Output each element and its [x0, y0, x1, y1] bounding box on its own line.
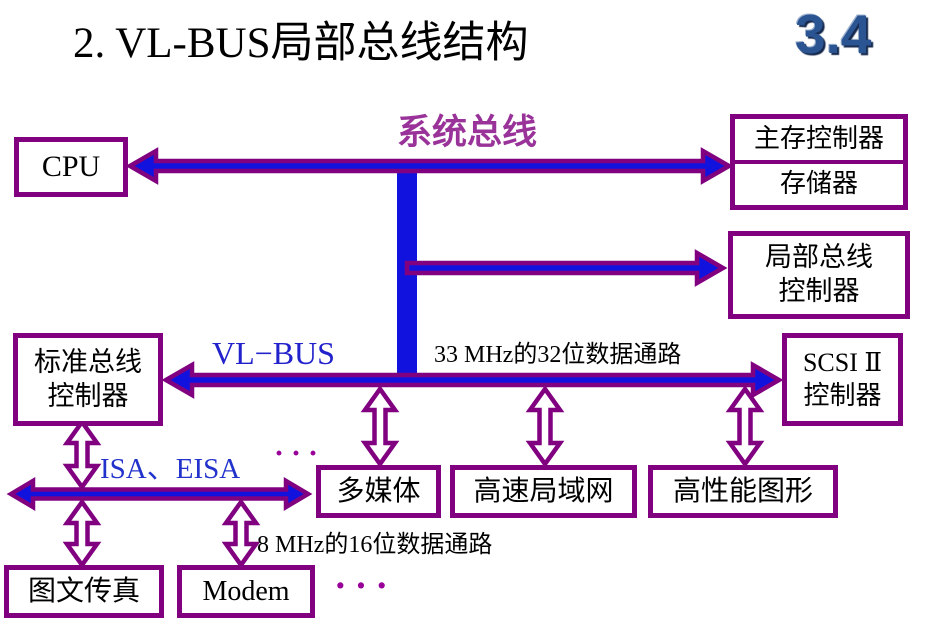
memory-cell: 存储器	[779, 169, 858, 199]
fax-box: 图文传真	[4, 565, 164, 618]
system-bus-line	[125, 147, 734, 185]
scsi-controller-line2: 控制器	[803, 380, 882, 410]
standard-bus-controller-line1: 标准总线	[34, 346, 142, 377]
bus-drop-line	[397, 163, 417, 378]
vl-bus-speed-label: 33 MHz的32位数据通路	[434, 342, 682, 368]
multimedia-label: 多媒体	[336, 476, 421, 507]
memory-controller-box: 主存控制器 存储器	[730, 114, 908, 210]
cpu-box: CPU	[14, 137, 128, 197]
isa-bus-speed-label: 8 MHz的16位数据通路	[257, 532, 493, 558]
main-memory-controller-cell: 主存控制器	[735, 119, 903, 164]
updown-arrow-modem	[221, 498, 261, 569]
vl-bus-label: VL−BUS	[212, 335, 335, 371]
updown-arrow-std-to-isa	[62, 418, 102, 491]
isa-ellipsis: ···	[274, 437, 326, 470]
modem-box: Modem	[177, 565, 315, 618]
standard-bus-controller-box: 标准总线 控制器	[13, 333, 163, 426]
cpu-box-label: CPU	[41, 150, 101, 184]
local-bus-branch-arrow	[404, 249, 728, 287]
scsi-controller-box: SCSI Ⅱ 控制器	[782, 333, 903, 426]
slide-title: 2. VL-BUS局部总线结构	[73, 20, 529, 67]
system-bus-label: 系统总线	[397, 113, 538, 152]
multimedia-box: 多媒体	[316, 465, 441, 518]
local-bus-controller-line1: 局部总线	[765, 242, 873, 273]
high-speed-lan-box: 高速局域网	[450, 465, 637, 518]
fax-label: 图文传真	[27, 576, 140, 607]
high-performance-graphics-box: 高性能图形	[648, 465, 838, 518]
updown-arrow-lan	[525, 385, 565, 468]
updown-arrow-multimedia	[360, 385, 400, 468]
high-speed-lan-label: 高速局域网	[473, 476, 614, 507]
updown-arrow-graphics	[725, 385, 765, 468]
page-number: 3.4	[795, 3, 872, 65]
high-performance-graphics-label: 高性能图形	[672, 476, 813, 507]
scsi-controller-line1: SCSI Ⅱ	[802, 348, 883, 377]
modem-label: Modem	[202, 576, 290, 607]
updown-arrow-fax	[62, 498, 102, 569]
local-bus-controller-box: 局部总线 控制器	[728, 231, 910, 319]
standard-bus-controller-line2: 控制器	[47, 380, 129, 411]
isa-eisa-label: ISA、EISA	[100, 453, 241, 485]
modem-ellipsis: ···	[334, 565, 397, 607]
local-bus-controller-line2: 控制器	[778, 276, 860, 306]
